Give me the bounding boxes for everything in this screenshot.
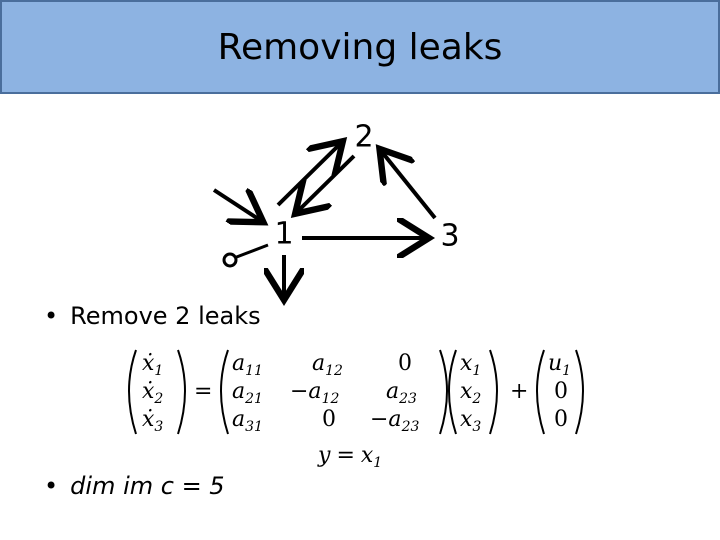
bracket-left — [448, 349, 457, 435]
x-entry: x2 — [460, 379, 481, 407]
node-1: 1 — [274, 217, 293, 252]
edge-2-to-1 — [298, 154, 356, 211]
x-entry: x3 — [460, 407, 481, 435]
bracket-right — [489, 349, 498, 435]
slide-title: Removing leaks — [217, 26, 503, 68]
bullet-item: • dim im c = 5 — [44, 472, 225, 500]
output-terminal — [222, 252, 238, 268]
bullet-dot: • — [44, 302, 59, 330]
matrix-entry: −a23 — [370, 407, 419, 435]
equals-sign: = — [194, 379, 212, 404]
x-entry: x1 — [460, 351, 481, 379]
lhs-entry: ẋ1 — [142, 351, 163, 379]
lhs-entry: ẋ3 — [142, 407, 163, 435]
bullet-item: • Remove 2 leaks — [44, 302, 261, 330]
u-entry: 0 — [554, 407, 568, 432]
matrix-entry: 0 — [322, 407, 336, 432]
title-bar: Removing leaks — [0, 0, 720, 94]
matrix-entry: 0 — [398, 351, 412, 376]
matrix-entry: a31 — [232, 407, 263, 435]
bracket-right — [439, 349, 448, 435]
matrix-entry: −a12 — [290, 379, 339, 407]
state-equation: ẋ1 ẋ2 ẋ3 = a11 a12 0 a21 −a12 a23 a31 0 … — [128, 349, 584, 471]
bullet-text: dim im c = 5 — [70, 472, 225, 500]
node-2: 2 — [354, 120, 373, 155]
node-3: 3 — [440, 219, 459, 254]
edge-input-to-1 — [212, 190, 260, 220]
u-entry: 0 — [554, 379, 568, 404]
u-entry: u1 — [548, 351, 571, 379]
lhs-entry: ẋ2 — [142, 379, 163, 407]
bullet-text: Remove 2 leaks — [70, 302, 261, 330]
matrix-entry: a12 — [312, 351, 343, 379]
output-equation: y=x1 — [317, 443, 382, 471]
bracket-left — [128, 349, 137, 435]
matrix-entry: a11 — [232, 351, 263, 379]
plus-sign: + — [510, 379, 528, 404]
bullet-dot: • — [44, 472, 59, 500]
bracket-right — [177, 349, 186, 435]
matrix-entry: a23 — [386, 379, 417, 407]
edge-3-to-2 — [382, 152, 437, 220]
edge-1-to-2 — [276, 144, 340, 207]
matrix-entry: a21 — [232, 379, 263, 407]
bracket-right — [575, 349, 584, 435]
edge-1-to-output — [233, 243, 269, 260]
bracket-left — [536, 349, 545, 435]
bracket-left — [220, 349, 229, 435]
